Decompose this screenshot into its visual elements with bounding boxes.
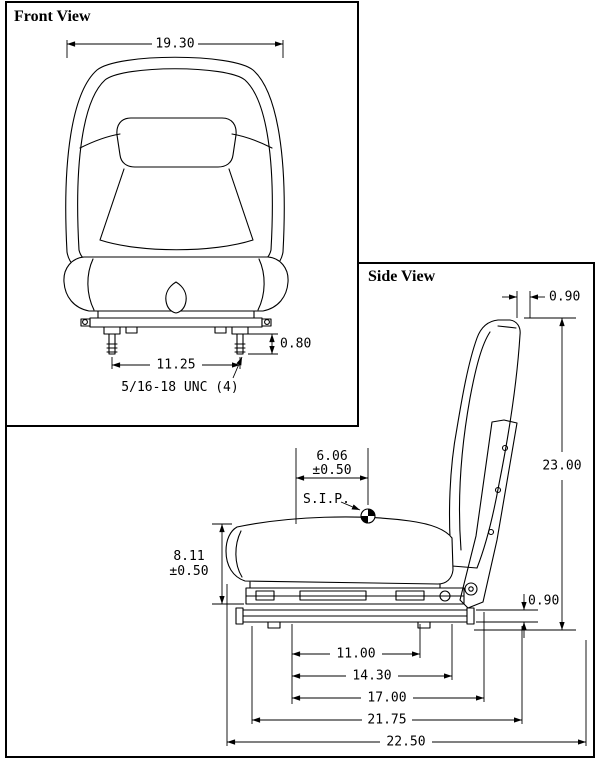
dim-sip-setback: 6.06 ±0.50 bbox=[295, 448, 369, 524]
ext-line bbox=[248, 333, 278, 355]
slide-rails bbox=[239, 609, 471, 623]
backrest-top-depth-value: 0.90 bbox=[549, 290, 580, 305]
frame-length-value: 21.75 bbox=[367, 713, 406, 728]
ext-line bbox=[291, 624, 421, 704]
rail-bolt-right bbox=[264, 319, 270, 325]
backrest-outline bbox=[65, 56, 285, 272]
leader-line bbox=[340, 501, 361, 511]
front-view-panel: Front View bbox=[5, 1, 359, 427]
sip-setback-value: 6.06 bbox=[316, 449, 347, 464]
ext-line bbox=[516, 291, 531, 318]
rail-stop-front bbox=[235, 607, 244, 625]
bracket-hole bbox=[501, 444, 509, 452]
front-overall-width-value: 19.30 bbox=[155, 37, 194, 52]
dim-front-overall-width: 19.30 bbox=[66, 37, 284, 58]
cushion-height-value: 8.11 bbox=[173, 549, 204, 564]
rail-foot-front bbox=[267, 621, 281, 629]
headrest-panel bbox=[116, 117, 237, 168]
bracket-hole bbox=[494, 486, 502, 494]
center-panel bbox=[99, 168, 254, 251]
thread-note-value: 5/16-18 UNC (4) bbox=[121, 380, 238, 395]
dim-base-length: 17.00 bbox=[292, 612, 485, 706]
dim-frame-length: 21.75 bbox=[251, 626, 523, 728]
dim-front-stud-length: 0.80 bbox=[248, 333, 311, 355]
mount-rail bbox=[89, 317, 263, 328]
ext-line bbox=[226, 584, 587, 746]
dim-rail-height: 0.90 bbox=[476, 594, 559, 638]
cushion-side-outline bbox=[225, 516, 454, 585]
bracket-pivot-center bbox=[468, 586, 474, 592]
ext-line bbox=[476, 609, 538, 623]
mount-stud-left bbox=[103, 326, 121, 355]
base-detail bbox=[255, 590, 275, 601]
dim-overall-depth: 22.50 bbox=[226, 584, 587, 750]
ext-line bbox=[251, 626, 523, 724]
rail-stop-rear bbox=[466, 607, 475, 625]
dim-overall-height: 23.00 bbox=[474, 317, 582, 631]
cushion-seam-left bbox=[87, 258, 95, 311]
leader-line bbox=[232, 356, 243, 379]
rail-height-value: 0.90 bbox=[528, 594, 559, 609]
side-view-border bbox=[5, 262, 595, 758]
backrest-top-seam bbox=[497, 325, 517, 329]
dim-cushion-height: 8.11 ±0.50 bbox=[169, 523, 244, 605]
sip-callout: S.I.P. bbox=[303, 492, 361, 511]
dim-front-mount-spacing: 11.25 bbox=[111, 357, 241, 373]
dim-mount-length: 11.00 bbox=[291, 624, 421, 704]
front-mount-spacing-value: 11.25 bbox=[156, 358, 195, 373]
slide-length-value: 14.30 bbox=[352, 669, 391, 684]
cushion-base-link bbox=[249, 581, 441, 589]
cushion-side-seam bbox=[235, 530, 243, 578]
cushion-seam-right bbox=[257, 258, 265, 311]
bracket-pivot bbox=[464, 582, 478, 596]
mount-length-value: 11.00 bbox=[336, 647, 375, 662]
base-length-value: 17.00 bbox=[367, 691, 406, 706]
dim-backrest-top-depth: 0.90 bbox=[502, 290, 580, 318]
mount-stud-right bbox=[231, 326, 249, 355]
base-detail bbox=[395, 590, 425, 601]
overall-depth-value: 22.50 bbox=[386, 735, 425, 750]
recliner-bracket bbox=[459, 419, 518, 609]
dim-slide-length: 14.30 bbox=[292, 624, 453, 684]
overall-height-value: 23.00 bbox=[542, 459, 581, 474]
front-stud-length-value: 0.80 bbox=[280, 337, 311, 352]
rail-bracket-left bbox=[125, 326, 138, 334]
base-detail bbox=[299, 590, 367, 601]
cushion-height-tolerance: ±0.50 bbox=[169, 564, 208, 579]
rail-end-tab-left bbox=[80, 318, 91, 327]
rail-end-tab-right bbox=[261, 318, 272, 327]
sip-label: S.I.P. bbox=[303, 492, 350, 507]
rail-bracket-right bbox=[214, 326, 227, 334]
side-view-seat bbox=[225, 319, 521, 629]
ext-line bbox=[295, 448, 369, 524]
front-view-seat bbox=[63, 56, 289, 355]
bracket-hole bbox=[487, 528, 495, 536]
front-view-title: Front View bbox=[14, 8, 91, 25]
rail-bolt-left bbox=[82, 319, 88, 325]
note-thread: 5/16-18 UNC (4) bbox=[121, 356, 243, 395]
backrest-side-outline bbox=[448, 319, 521, 569]
base-roller bbox=[439, 590, 451, 602]
shoulder-seam-right bbox=[231, 133, 273, 149]
rail-foot-rear bbox=[417, 621, 431, 629]
sip-setback-tolerance: ±0.50 bbox=[312, 463, 351, 478]
sip-target-symbol bbox=[360, 508, 376, 524]
pull-handle bbox=[165, 281, 187, 314]
backrest-side-seam bbox=[458, 331, 491, 551]
side-view-panel: Side View bbox=[5, 262, 595, 758]
side-view-title: Side View bbox=[368, 268, 436, 285]
